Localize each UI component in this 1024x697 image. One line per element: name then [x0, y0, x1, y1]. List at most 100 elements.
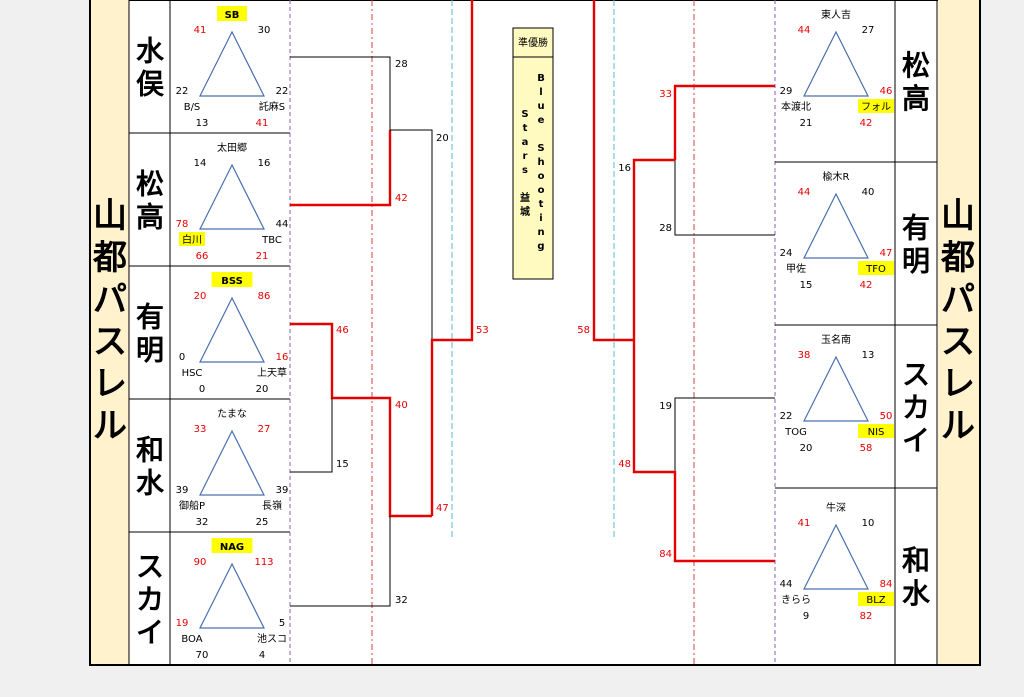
score-l-final: 53: [476, 325, 489, 336]
team-bottom-left: HSC: [182, 368, 203, 379]
team-bottom-left: B/S: [184, 102, 201, 113]
score: 20: [256, 384, 269, 395]
left-pref-4: スカイ: [136, 550, 164, 649]
match-triangle: [199, 296, 265, 363]
left-region-label-char: ル: [93, 406, 127, 446]
score: 0: [179, 352, 185, 363]
bl-team-highlight: [179, 232, 205, 246]
right-pref-3-char: 水: [902, 577, 931, 610]
right-pref-0-char: 高: [902, 82, 930, 115]
score-l-r2-a: 40: [395, 400, 408, 411]
r-match-2-bottom: [632, 340, 775, 563]
score-r-final: 58: [577, 325, 590, 336]
team-bottom-right: BLZ: [866, 595, 885, 606]
score: 46: [880, 86, 893, 97]
team-bottom-right: 池スコ: [257, 632, 287, 645]
score: 20: [800, 443, 813, 454]
runner-up-line-2-char: a: [522, 137, 529, 148]
score-l-r3-a: 20: [436, 133, 449, 144]
score: 70: [196, 650, 209, 661]
left-pref-2-char: 明: [136, 334, 164, 367]
left-region-label-char: ス: [93, 322, 127, 362]
score-l-r1-c: 46: [336, 325, 349, 336]
right-pref-0: 松高: [902, 49, 930, 115]
runner-up-label: 準優勝: [518, 36, 548, 49]
br-team-highlight: [858, 424, 894, 438]
runner-up-line-2-char: S: [521, 109, 528, 120]
runner-up-line-1-char: B: [537, 73, 545, 84]
score: 47: [880, 248, 893, 259]
team-bottom-right: 長嶺: [262, 500, 282, 512]
br-team-highlight: [858, 592, 894, 606]
match-triangle: [803, 523, 869, 590]
right-pref-2-char: ス: [902, 358, 930, 391]
score: 19: [176, 618, 189, 629]
right-region-bg: [938, 0, 979, 664]
l-final-path: [430, 0, 474, 516]
score: 30: [258, 25, 271, 36]
l-match-1-bottom: [290, 130, 392, 207]
score: 41: [194, 25, 207, 36]
right-region-label-char: 都: [940, 238, 975, 278]
score: 13: [196, 118, 209, 129]
team-bottom-left: BOA: [181, 634, 202, 645]
score: 10: [862, 518, 875, 529]
score: 41: [798, 518, 811, 529]
right-region-label-char: ス: [941, 322, 975, 362]
left-pref-4-char: ス: [136, 550, 164, 583]
runner-up-line-2-char: r: [523, 151, 528, 162]
r-match-1-top: [673, 84, 775, 160]
score: 22: [276, 86, 289, 97]
score: 84: [880, 579, 893, 590]
runner-up-line-2-char: 益: [520, 191, 530, 204]
team-bottom-left: 御船P: [179, 499, 205, 512]
team-bottom-right: TFO: [865, 264, 886, 275]
left-pref-0: 水俣: [136, 35, 165, 101]
score: 66: [196, 251, 209, 262]
left-pref-4-char: カ: [136, 583, 164, 616]
score-r-r2-b: 16: [618, 163, 631, 174]
score: 27: [258, 424, 271, 435]
left-pref-4-char: イ: [136, 616, 164, 649]
score: 41: [256, 118, 269, 129]
score: 9: [803, 611, 809, 622]
r-match-2-top: [674, 397, 775, 472]
top-team: SB: [225, 10, 240, 21]
right-region-label-char: ル: [941, 406, 975, 446]
score: 0: [199, 384, 205, 395]
runner-up-label-box: [512, 27, 554, 58]
score-r-r2-c: 28: [659, 223, 672, 234]
score: 40: [862, 187, 875, 198]
left-pref-1-char: 高: [136, 201, 164, 234]
top-team: NAG: [220, 542, 244, 553]
score: 42: [860, 118, 873, 129]
score: 22: [780, 411, 793, 422]
top-team: たまな: [217, 408, 247, 420]
team-bottom-right: フォル: [861, 102, 891, 113]
top-team-highlight: [217, 6, 247, 21]
right-pref-2-char: カ: [902, 391, 930, 424]
match-triangle: [803, 30, 869, 97]
left-pref-2: 有明: [136, 301, 164, 367]
runner-up-line-1-char: h: [537, 157, 544, 168]
right-pref-3: 和水: [902, 544, 931, 610]
match-triangle: [199, 429, 265, 496]
score: 82: [860, 611, 873, 622]
score-l-r1-b: 42: [395, 193, 408, 204]
score: 32: [196, 517, 209, 528]
runner-up-line-1-char: o: [538, 185, 545, 196]
right-pref-1: 有明: [902, 212, 930, 278]
score: 25: [256, 517, 269, 528]
score: 44: [798, 25, 811, 36]
score: 39: [176, 485, 189, 496]
runner-up-line-1-char: g: [537, 241, 544, 252]
